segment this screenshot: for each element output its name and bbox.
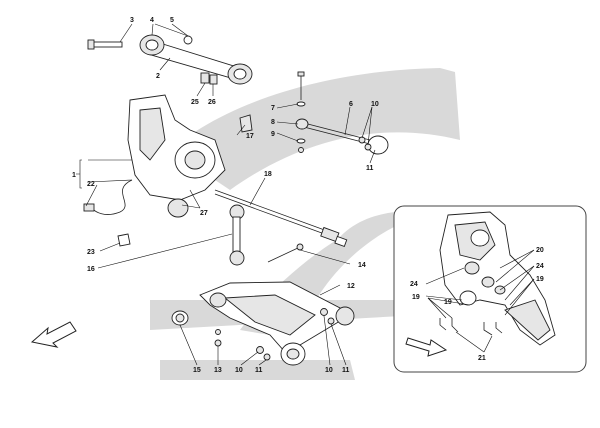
callout-10c: 10 — [325, 367, 333, 374]
callout-15: 15 — [193, 367, 201, 374]
callout-1: 1 — [72, 172, 76, 179]
callout-12: 12 — [347, 283, 355, 290]
callout-22: 22 — [87, 181, 95, 188]
callout-2: 2 — [156, 73, 160, 80]
callout-17: 17 — [246, 133, 254, 140]
bolt-14 — [267, 246, 301, 263]
bushing-26 — [209, 74, 218, 85]
washer-10c — [320, 308, 328, 316]
callout-5: 5 — [170, 17, 174, 24]
bushing-25 — [200, 72, 210, 84]
clip-23 — [117, 233, 131, 247]
inset-leader-lines — [425, 249, 535, 353]
callout-26: 26 — [208, 99, 216, 106]
hub-carrier — [127, 94, 226, 218]
callout-9: 9 — [271, 131, 275, 138]
callout-14: 14 — [358, 262, 366, 269]
sensor-cable-22 — [91, 179, 133, 215]
callout-24a: 24 — [410, 281, 418, 288]
callout-4: 4 — [150, 17, 154, 24]
callout-23: 23 — [87, 249, 95, 256]
bolt-3 — [87, 39, 123, 50]
tie-rod-18 — [214, 189, 348, 248]
callout-24b: 24 — [536, 263, 544, 270]
callout-25: 25 — [191, 99, 199, 106]
callout-11b: 11 — [255, 367, 263, 374]
nut-11b — [263, 353, 271, 361]
callout-19b: 19 — [536, 276, 544, 283]
callout-10b: 10 — [235, 367, 243, 374]
arrow-down-left-icon — [30, 321, 77, 348]
nut-13 — [214, 339, 222, 347]
inset-studs-19 — [439, 318, 503, 336]
detail-inset: 20 24 19 24 19 19 21 — [393, 205, 587, 373]
callout-6: 6 — [349, 101, 353, 108]
callout-18: 18 — [264, 171, 272, 178]
callout-20: 20 — [536, 247, 544, 254]
upper-link-arm — [139, 34, 253, 85]
lower-wishbone-12 — [199, 281, 355, 366]
callout-27: 27 — [200, 210, 208, 217]
callout-8: 8 — [271, 119, 275, 126]
washer-8 — [296, 101, 306, 107]
leader-lines — [76, 23, 376, 366]
callout-19a: 19 — [412, 294, 420, 301]
callout-labels: 3 4 5 2 25 26 7 6 10 8 9 11 17 1 22 18 2… — [72, 17, 379, 374]
link-16 — [229, 204, 245, 266]
callout-10a: 10 — [371, 101, 379, 108]
callout-19c: 19 — [444, 299, 452, 306]
nut-11c — [327, 317, 335, 325]
callout-16: 16 — [87, 266, 95, 273]
arrow-down-right-icon — [405, 337, 448, 357]
inset-callouts: 20 24 19 24 19 19 21 — [410, 247, 544, 362]
sensor-22 — [83, 203, 95, 212]
nut-5 — [183, 35, 193, 45]
callout-11c: 11 — [342, 367, 350, 374]
callout-21: 21 — [478, 355, 486, 362]
callout-13: 13 — [214, 367, 222, 374]
washer-9 — [296, 138, 306, 144]
callout-11a: 11 — [366, 165, 374, 172]
callout-7: 7 — [271, 105, 275, 112]
washer-10b — [256, 346, 264, 354]
callout-3: 3 — [130, 17, 134, 24]
